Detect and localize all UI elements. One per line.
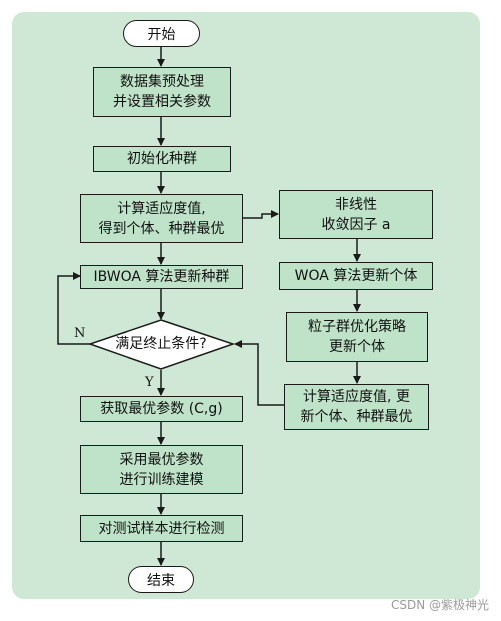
arrow-update-to-decision [234, 340, 284, 406]
init-population-box: 初始化种群 [93, 146, 231, 172]
compute-fitness-box: 计算适应度值, 得到个体、种群最优 [80, 194, 243, 243]
preprocess-box: 数据集预处理 并设置相关参数 [93, 67, 231, 117]
end-label: 结束 [147, 572, 175, 589]
arrow-no-loop [57, 272, 90, 345]
compute-fitness-update-box: 计算适应度值, 更 新个体、种群最优 [284, 384, 429, 430]
woa-update-box: WOA 算法更新个体 [279, 262, 433, 290]
pso-strategy-box: 粒子群优化策略 更新个体 [286, 312, 428, 362]
yes-label: Y [145, 375, 154, 390]
decision-diamond [87, 319, 236, 370]
start-label: 开始 [147, 26, 176, 43]
test-sample-box: 对测试样本进行检测 [80, 515, 243, 542]
end-terminal: 结束 [128, 566, 194, 593]
arrow-fitness-to-factor [243, 210, 279, 219]
get-best-params-box: 获取最优参数 (C,g) [80, 396, 243, 422]
build-model-box: 采用最优参数 进行训练建模 [80, 445, 243, 494]
no-label: N [74, 326, 86, 341]
start-terminal: 开始 [123, 20, 200, 47]
nonlinear-factor-box: 非线性 收敛因子 a [279, 190, 433, 239]
ibwoa-update-box: IBWOA 算法更新种群 [80, 265, 243, 289]
decision-label: 满足终止条件? [115, 336, 207, 352]
watermark-text: CSDN @紫极神光 [390, 598, 489, 612]
diagram-panel [12, 12, 480, 599]
